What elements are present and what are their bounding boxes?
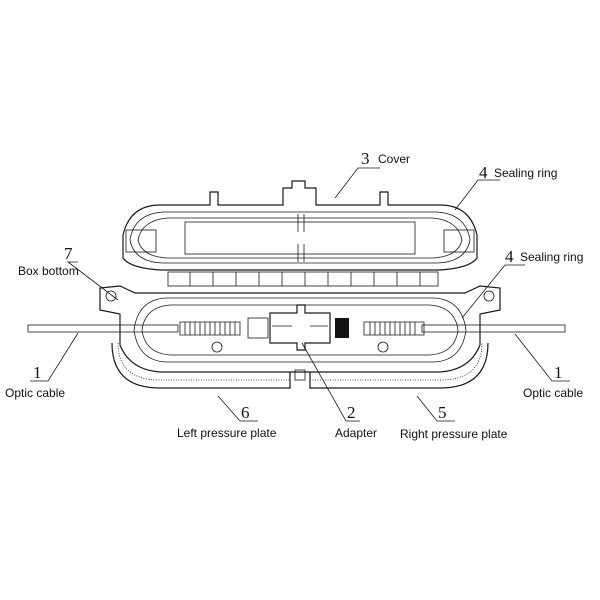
label-optic-cable-right: Optic cable — [523, 386, 583, 400]
part-number-4: 4 — [479, 163, 488, 182]
label-left-pressure-plate: Left pressure plate — [177, 426, 277, 440]
leader-lines — [30, 167, 570, 422]
part-number-4b: 4 — [505, 247, 514, 266]
label-adapter: Adapter — [335, 426, 377, 440]
box-bottom — [99, 285, 501, 373]
label-sealing-ring-top: Sealing ring — [494, 166, 557, 180]
cover — [122, 180, 478, 271]
part-number-6: 6 — [241, 403, 250, 422]
part-number-1-left: 1 — [33, 363, 42, 382]
hinge — [167, 271, 439, 287]
label-box-bottom: Box bottom — [18, 264, 79, 278]
part-number-1-right: 1 — [554, 363, 563, 382]
label-optic-cable-left: Optic cable — [5, 386, 65, 400]
label-cover: Cover — [378, 152, 410, 166]
part-number-2: 2 — [347, 403, 356, 422]
label-sealing-ring-bottom: Sealing ring — [520, 250, 583, 264]
part-number-5: 5 — [438, 403, 447, 422]
part-number-7: 7 — [64, 244, 73, 263]
pressure-plates — [111, 342, 489, 389]
optic-cable — [27, 317, 566, 339]
label-right-pressure-plate: Right pressure plate — [400, 427, 508, 441]
part-number-3: 3 — [361, 149, 370, 168]
adapter — [269, 304, 331, 351]
